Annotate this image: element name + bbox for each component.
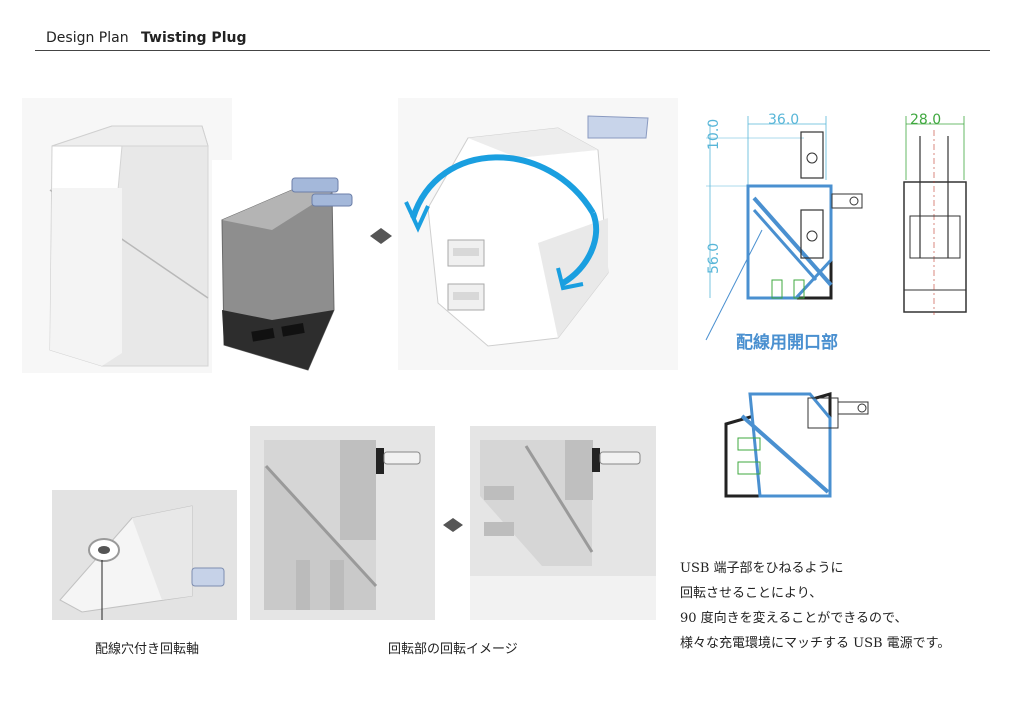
render-grey-plug: [212, 160, 372, 380]
render-rotation-axis: [52, 490, 237, 620]
dimension-height-body: 56.0: [706, 243, 722, 274]
render-rotation-arrow: [398, 98, 678, 370]
dimension-depth: 28.0: [910, 112, 941, 128]
product-description: USB 端子部をひねるように 回転させることにより、 90 度向きを変えることが…: [680, 556, 950, 656]
dimension-width: 36.0: [768, 112, 799, 128]
description-line: 様々な充電環境にマッチする USB 電源です。: [680, 636, 951, 651]
technical-drawing-rotated: [724, 392, 869, 498]
axis-caption: 配線穴付き回転軸: [95, 642, 200, 657]
plan-label: Design Plan: [46, 30, 129, 46]
render-rotation-image-b: [470, 426, 656, 620]
separator-diamond: [370, 228, 392, 244]
opening-callout: 配線用開口部: [736, 332, 838, 353]
dimension-height-top: 10.0: [706, 119, 722, 150]
technical-drawing-side: 28.0: [903, 112, 967, 315]
description-line: 回転させることにより、: [680, 586, 823, 601]
description-line: USB 端子部をひねるように: [680, 561, 844, 576]
rotation-caption: 回転部の回転イメージ: [388, 642, 518, 657]
technical-drawing-front: 36.0 10.0 56.0 配線用開口部: [705, 112, 863, 353]
render-rotation-image-a: [250, 426, 435, 620]
description-line: 90 度向きを変えることができるので、: [680, 611, 908, 626]
separator-diamond: [443, 518, 463, 532]
page-title: Twisting Plug: [141, 30, 247, 46]
page-header: Design Plan Twisting Plug: [0, 0, 1024, 60]
header-divider: [35, 50, 990, 51]
render-white-plug: [22, 98, 232, 373]
